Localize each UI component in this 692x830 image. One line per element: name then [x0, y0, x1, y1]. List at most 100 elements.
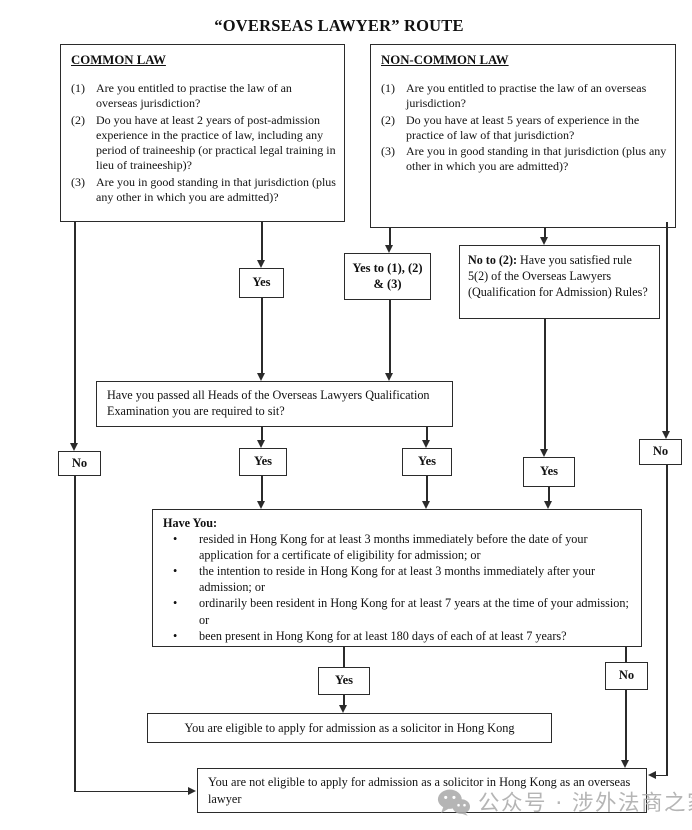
item-text: Are you in good standing in that jurisdi… [406, 144, 667, 174]
item-number: (1) [71, 81, 85, 96]
olqe-question-text: Have you passed all Heads of the Oversea… [107, 388, 430, 418]
not-eligible-outcome-box: You are not eligible to apply for admiss… [197, 768, 647, 813]
item-number: (3) [71, 174, 85, 189]
non-common-law-box: NON-COMMON LAW (1) Are you entitled to p… [370, 44, 676, 228]
list-item: (2) Do you have at least 2 years of post… [71, 113, 336, 174]
yes-label: Yes [252, 275, 271, 290]
arrowhead-down [544, 501, 552, 509]
eligible-outcome-box: You are eligible to apply for admission … [147, 713, 552, 743]
connector-haveyou-no-v [625, 647, 627, 662]
bullet-item: • ordinarily been resident in Hong Kong … [163, 595, 631, 627]
non-common-law-heading: NON-COMMON LAW [381, 53, 509, 67]
bullet-text: the intention to reside in Hong Kong for… [199, 564, 596, 595]
bullet-item: • resided in Hong Kong for at least 3 mo… [163, 531, 631, 563]
no-label: No [618, 668, 635, 683]
connector-noncommon-yes-v [389, 228, 391, 247]
item-text: Are you entitled to practise the law of … [406, 81, 647, 111]
list-item: (1) Are you entitled to practise the law… [381, 81, 667, 111]
bullet-marker: • [173, 596, 178, 611]
item-text: Do you have at least 5 years of experien… [406, 112, 640, 142]
common-law-heading: COMMON LAW [71, 53, 166, 67]
bullet-marker: • [173, 532, 178, 547]
arrowhead-left [648, 771, 656, 779]
list-item: (1) Are you entitled to practise the law… [71, 81, 336, 111]
connector-right-no-v2 [666, 465, 668, 776]
connector-haveyou-yes-v [343, 647, 345, 667]
list-item: (3) Are you in good standing in that jur… [71, 175, 336, 205]
arrowhead-down [621, 760, 629, 768]
yes-box-oqe-left: Yes [239, 448, 287, 476]
arrowhead-down [385, 245, 393, 253]
arrowhead-down [540, 449, 548, 457]
connector-common-no-v2 [74, 476, 76, 792]
arrowhead-right [188, 787, 196, 795]
bullet-item: • been present in Hong Kong for at least… [163, 628, 631, 644]
connector-noto2-out-v [544, 319, 546, 451]
yes-label: Yes [539, 464, 559, 479]
wechat-icon [437, 788, 470, 816]
connector-noto2-in-v [544, 228, 546, 239]
no-label: No [71, 455, 88, 470]
arrowhead-down [257, 373, 265, 381]
no-box-left: No [58, 451, 101, 476]
item-text: Are you entitled to practise the law of … [96, 81, 292, 111]
yes-label: Yes [334, 673, 354, 688]
not-eligible-outcome-text: You are not eligible to apply for admiss… [208, 774, 631, 806]
bullet-marker: • [173, 564, 178, 579]
bullet-item: • the intention to reside in Hong Kong f… [163, 563, 631, 595]
have-you-heading: Have You: [163, 516, 218, 530]
item-number: (3) [381, 144, 395, 159]
yes-to-123-label: Yes to (1), (2) & (3) [352, 260, 423, 291]
arrowhead-down [540, 237, 548, 245]
arrowhead-down [339, 705, 347, 713]
arrowhead-down [70, 443, 78, 451]
common-law-box: COMMON LAW (1) Are you entitled to pract… [60, 44, 345, 222]
connector-yes3-down-v [426, 476, 428, 503]
connector-yes2-down-v [261, 476, 263, 503]
no-to-2-prefix: No to (2): [468, 253, 518, 267]
connector-common-no-v [74, 222, 76, 445]
bullet-text: been present in Hong Kong for at least 1… [199, 628, 567, 643]
watermark: 公众号 · 涉外法商之家 [437, 786, 692, 817]
no-to-2-text: Have you satisfied rule 5(2) of the Over… [468, 253, 648, 300]
bullet-text: ordinarily been resident in Hong Kong fo… [199, 596, 629, 627]
item-text: Do you have at least 2 years of post-adm… [96, 112, 336, 173]
eligible-outcome-text: You are eligible to apply for admission … [184, 720, 515, 735]
yes-box-oqe-right: Yes [402, 448, 452, 476]
connector-oqe-yes1-v [261, 427, 263, 442]
have-you-box: Have You: • resided in Hong Kong for at … [152, 509, 642, 647]
connector-right-no-v [666, 222, 668, 433]
yes-label: Yes [417, 454, 437, 469]
arrowhead-down [257, 260, 265, 268]
page-title: “OVERSEAS LAWYER” ROUTE [214, 16, 464, 35]
item-number: (1) [381, 81, 395, 96]
connector-no-bottom-v [625, 690, 627, 760]
list-item: (2) Do you have at least 5 years of expe… [381, 113, 667, 143]
no-label: No [652, 444, 669, 459]
yes-label: Yes [253, 454, 273, 469]
arrowhead-down [385, 373, 393, 381]
item-number: (2) [71, 112, 85, 127]
connector-right-no-h [656, 774, 668, 776]
watermark-text: 公众号 · 涉外法商之家 [478, 791, 692, 816]
bullet-marker: • [173, 628, 178, 643]
no-box-right-top: No [639, 439, 682, 465]
yes-box-common: Yes [239, 268, 284, 298]
arrowhead-down [422, 440, 430, 448]
connector-yes4-v [548, 487, 550, 503]
list-item: (3) Are you in good standing in that jur… [381, 144, 667, 174]
yes-box-noto2: Yes [523, 457, 575, 487]
yes-box-bottom: Yes [318, 667, 370, 695]
connector-yes-bottom-v [343, 695, 345, 706]
olqe-question-box: Have you passed all Heads of the Oversea… [96, 381, 453, 427]
arrowhead-down [257, 440, 265, 448]
item-number: (2) [381, 112, 395, 127]
connector-yesto-v [389, 300, 391, 375]
connector-common-yes-v [261, 222, 263, 262]
bullet-text: resided in Hong Kong for at least 3 mont… [199, 532, 588, 563]
connector-yes1-v [261, 298, 263, 375]
arrowhead-down [422, 501, 430, 509]
no-to-2-box: No to (2):Have you satisfied rule 5(2) o… [459, 245, 660, 319]
arrowhead-down [257, 501, 265, 509]
